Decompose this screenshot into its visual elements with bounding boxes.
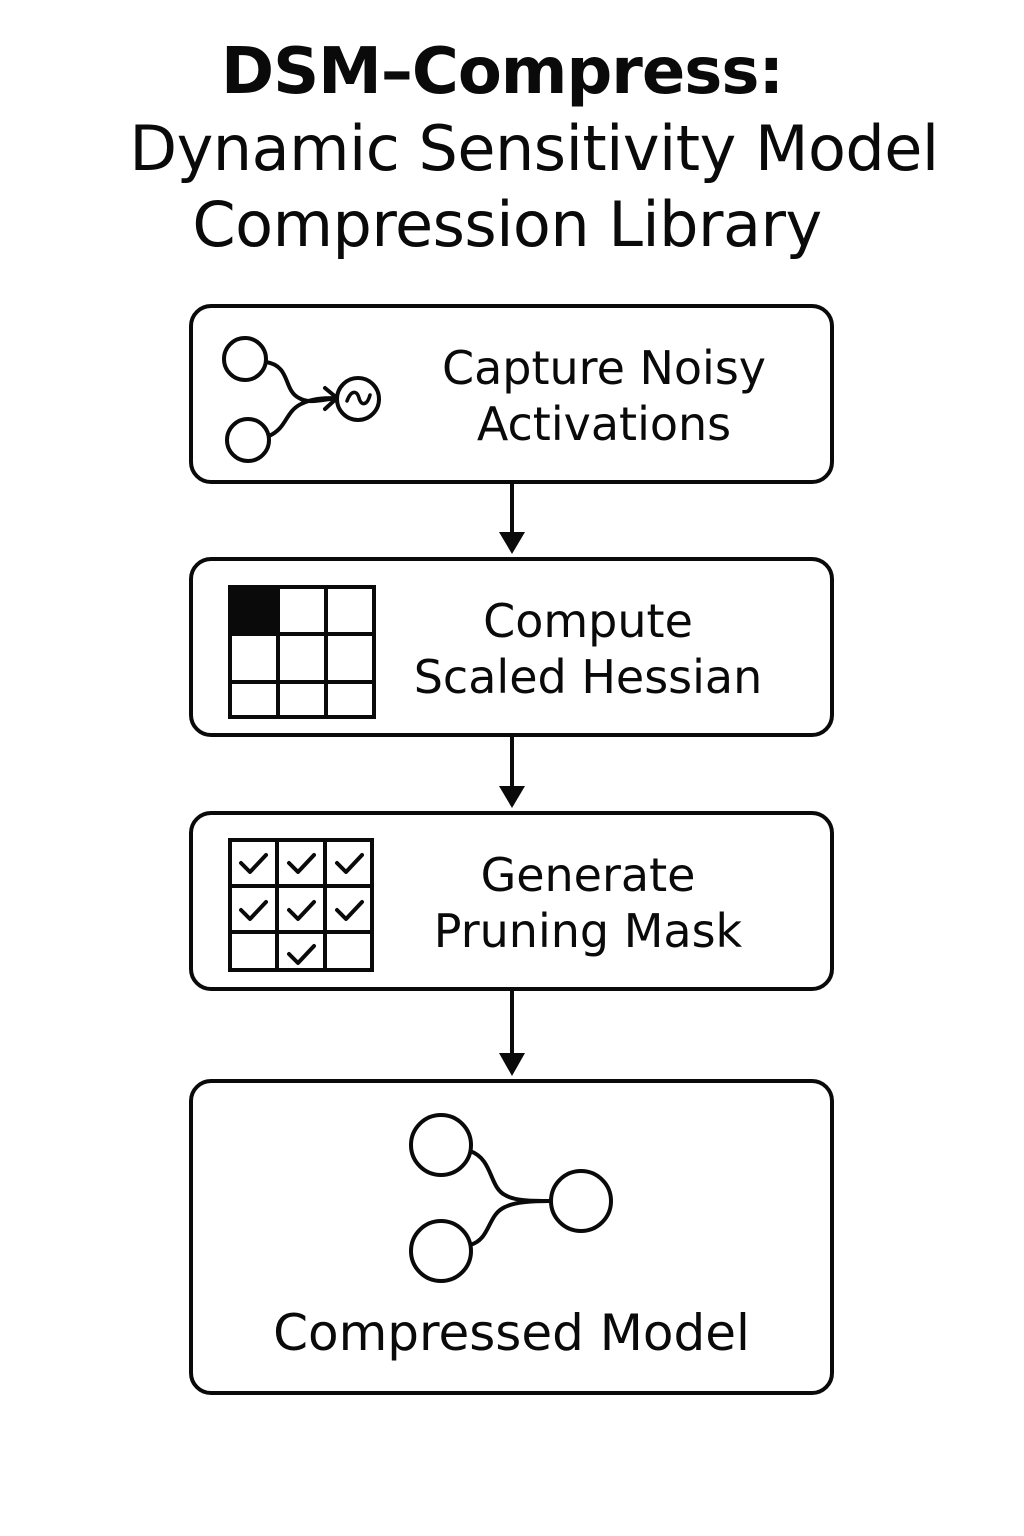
compressed-network-icon <box>409 1113 613 1283</box>
flow-arrow <box>499 737 525 808</box>
step-label-line-2: Activations <box>476 397 732 451</box>
title-line-2: Dynamic Sensitivity Model <box>129 112 939 185</box>
step-generate-pruning-mask: Generate Pruning Mask <box>189 811 834 991</box>
matrix-grid-icon <box>228 585 376 719</box>
step-label-line-1: Compute <box>483 594 693 648</box>
step-capture-noisy-activations: Capture Noisy Activations <box>189 304 834 484</box>
step-label: Compressed Model <box>193 1305 830 1361</box>
step-label-line-2: Pruning Mask <box>433 904 743 958</box>
step-label: Compute Scaled Hessian <box>403 593 773 705</box>
step-label-line-2: Scaled Hessian <box>413 650 763 704</box>
flow-arrow <box>499 991 525 1076</box>
flow-arrow <box>499 484 525 554</box>
step-label-line-1: Compressed Model <box>273 1304 750 1362</box>
step-compute-scaled-hessian: Compute Scaled Hessian <box>189 557 834 737</box>
step-label-line-1: Capture Noisy <box>441 341 767 395</box>
step-compressed-model: Compressed Model <box>189 1079 834 1395</box>
step-label-line-1: Generate <box>480 848 696 902</box>
title-line-3: Compression Library <box>192 188 822 261</box>
title-line-1: DSM–Compress: <box>220 35 784 109</box>
neural-merge-icon <box>222 336 381 463</box>
checkmark-grid-icon <box>228 838 374 972</box>
step-label: Generate Pruning Mask <box>403 847 773 959</box>
step-label: Capture Noisy Activations <box>419 340 789 452</box>
